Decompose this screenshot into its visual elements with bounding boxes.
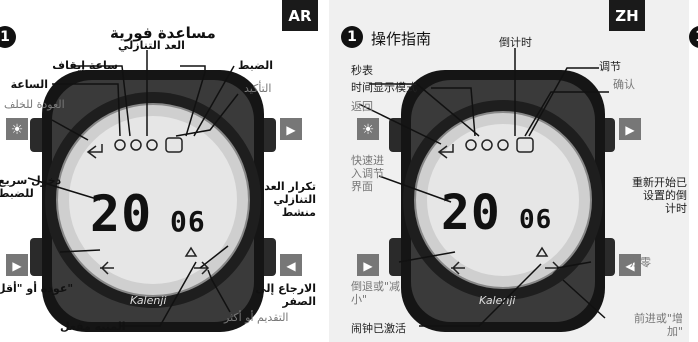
language-badge: AR [282,0,318,31]
button-markers: ☀ ▶ ▶ ◀ [357,118,641,276]
stopwatch-icon [465,139,477,151]
label-quick-setting: دخول سريع للضبط [0,174,62,200]
label-back-less: عودة أو "أقل" [0,282,74,295]
backward-icon [100,261,114,275]
ok-icon [165,137,183,153]
label-alarm: المنبه مفعل [60,320,126,333]
svg-text:▶: ▶ [12,259,22,273]
step-number: 1 [341,26,363,48]
svg-text:▶: ▶ [286,123,296,137]
display-hours: 20 [90,185,153,243]
chinese-panel: ZH 1 操作指南 20 06 Kalenji [329,0,689,342]
svg-text:◀: ◀ [625,259,635,273]
back-icon [86,144,103,159]
alarm-icon [535,246,549,257]
label-reset: 归零 [629,256,651,269]
panel-title: 操作指南 [371,30,432,48]
label-stopwatch: 秒表 [351,64,373,77]
label-countdown: 倒计时 [499,36,532,49]
leader-lines [27,50,239,327]
step-number: 1 [0,26,16,48]
label-reset: الارجاع إلى الصفر [255,282,316,308]
ok-icon [516,137,534,153]
stopwatch-icon [114,139,126,151]
label-adjust: 调节 [599,60,621,73]
label-back: العودة للخلف [4,98,65,111]
label-alarm-active: 闹钟已激活 [351,322,406,335]
adjust-icon [146,139,158,151]
watch-illustration [389,70,615,332]
svg-text:☀: ☀ [11,122,24,138]
language-badge: ZH [609,0,645,31]
arabic-panel: AR 1 مساعدة فورية 20 06 Kalenji [0,0,318,342]
label-time-mode: 时间显示模式 [351,81,417,94]
adjust-icon [497,139,509,151]
alarm-icon [184,246,198,257]
label-confirm: 确认 [613,78,635,91]
label-confirm: التأكيد [244,82,272,95]
panel-title: مساعدة فورية [110,24,216,42]
label-stopwatch: ساعة إيقاف [52,59,118,72]
display-hours: 20 [441,185,501,241]
svg-text:◀: ◀ [286,259,296,273]
brand-logo: Kalenji [130,294,167,307]
backward-icon [451,261,465,275]
svg-text:▶: ▶ [625,123,635,137]
brand-logo: Kalenji [479,294,516,307]
step-number: 1 [689,26,698,48]
back-icon [437,144,454,159]
svg-text:▶: ▶ [363,259,373,273]
label-forward-more: 前进或"增 加" [633,312,683,338]
label-restart-countdown: 重新开始已 设置的倒 计时 [632,176,687,215]
label-clock: الساعة [10,78,48,91]
label-forward-more: التقديم أو أكثر [224,311,289,324]
label-back-less: 倒退或"减 小" [351,280,401,306]
label-repeat-countdown: تكرار العد التنازلي منشط [264,180,316,219]
countdown-icon [130,139,142,151]
partial-next-panel: 1 [689,0,698,342]
label-back: 返回 [351,100,373,113]
countdown-icon [481,139,493,151]
svg-text:☀: ☀ [362,122,375,138]
leader-lines [358,48,609,327]
button-markers: ☀ ▶ ▶ ◀ [6,118,302,276]
label-countdown: العد التنازلي [118,39,185,52]
label-adjust: الضبط [238,59,274,72]
label-quick-enter: 快速进 入调节 界面 [351,154,384,193]
watch-illustration [30,70,276,332]
display-icons [437,137,561,275]
display-minutes: 06 [519,205,553,235]
display-minutes: 06 [170,205,206,238]
